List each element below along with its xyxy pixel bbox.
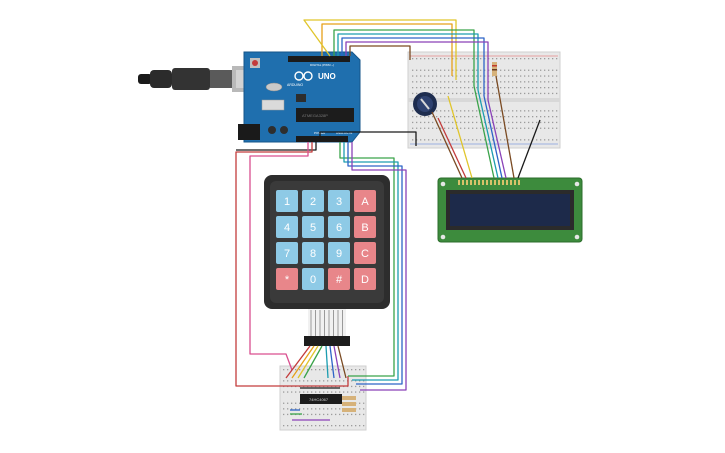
wire-gnd-black bbox=[319, 131, 417, 146]
keypad-key[interactable] bbox=[276, 242, 298, 264]
wire-k7 bbox=[333, 345, 341, 379]
model-label: UNO bbox=[318, 72, 336, 81]
keypad-key[interactable] bbox=[328, 268, 350, 290]
keypad-key[interactable] bbox=[328, 242, 350, 264]
atmega-chip bbox=[296, 108, 354, 122]
keypad-key[interactable] bbox=[354, 268, 376, 290]
keypad-key[interactable] bbox=[328, 190, 350, 212]
keypad-key-label: # bbox=[336, 274, 343, 286]
keypad-key[interactable] bbox=[302, 242, 324, 264]
breadboard-small[interactable]: 74HC4067 bbox=[279, 365, 367, 431]
wire-5v-black bbox=[236, 142, 317, 151]
wire-blue bbox=[341, 37, 485, 96]
wire-purple bbox=[345, 41, 489, 100]
wire-lcd-3 bbox=[447, 95, 473, 179]
wire-k3 bbox=[297, 345, 319, 379]
wire-k5 bbox=[325, 345, 329, 379]
keypad-key[interactable] bbox=[354, 242, 376, 264]
keypad-key-label: B bbox=[361, 222, 368, 234]
wire-orange bbox=[321, 23, 453, 76]
wire-green-1 bbox=[333, 29, 475, 86]
keypad-key-label: 0 bbox=[310, 274, 316, 286]
keypad-key-label: 8 bbox=[310, 248, 316, 260]
digital-label: DIGITAL (PWM ~) bbox=[310, 63, 334, 67]
keypad-key[interactable] bbox=[276, 268, 298, 290]
keypad-key[interactable] bbox=[302, 216, 324, 238]
wire-red-loop bbox=[235, 142, 349, 387]
reset-button[interactable] bbox=[252, 60, 258, 66]
brand-label: ARDUINO bbox=[287, 83, 303, 87]
wire-lcd-2 bbox=[437, 117, 467, 179]
wire-k4 bbox=[303, 345, 323, 379]
wire-pink bbox=[249, 142, 309, 371]
keypad-4x4[interactable]: 1 2 3 A 4 5 6 B 7 8 9 C * 0 # D bbox=[264, 175, 390, 346]
ic-label: 74HC4067 bbox=[309, 397, 329, 402]
lcd-pin-header bbox=[458, 180, 520, 185]
keypad-key-label: A bbox=[361, 196, 369, 208]
keypad-key[interactable] bbox=[354, 190, 376, 212]
wire-teal bbox=[337, 33, 479, 90]
wire-green-2 bbox=[339, 142, 395, 377]
keypad-key-label: 4 bbox=[284, 222, 290, 234]
keypad-key[interactable] bbox=[328, 216, 350, 238]
wire-lcd-1 bbox=[431, 111, 463, 179]
keypad-key-label: * bbox=[285, 274, 290, 286]
arduino-logo-icon bbox=[294, 71, 313, 81]
usb-cable-icon[interactable] bbox=[138, 66, 262, 92]
lcd-screen bbox=[450, 194, 570, 226]
keypad-key-label: 2 bbox=[310, 196, 316, 208]
wire-lcd-7 bbox=[487, 99, 507, 179]
multiplexer-chip bbox=[300, 394, 342, 404]
wiring bbox=[235, 19, 541, 421]
wire-lcd-8 bbox=[495, 75, 515, 179]
wire-k2 bbox=[291, 345, 315, 379]
wire-k6 bbox=[329, 345, 335, 379]
keypad-key[interactable] bbox=[302, 190, 324, 212]
wire-lcd-9 bbox=[517, 119, 541, 179]
potentiometer-icon[interactable] bbox=[413, 92, 437, 116]
wire-purple-2 bbox=[351, 142, 407, 391]
analog-label: ANALOG IN bbox=[336, 131, 352, 135]
wire-lcd-4 bbox=[473, 85, 495, 179]
analog-header bbox=[296, 136, 348, 142]
wire-teal-2 bbox=[343, 142, 399, 381]
wire-blue-2 bbox=[347, 142, 403, 385]
wire-lcd-5 bbox=[477, 89, 499, 179]
resistor-icon bbox=[492, 62, 497, 76]
keypad-key-label: C bbox=[361, 248, 369, 260]
keypad-key-label: 7 bbox=[284, 248, 290, 260]
wire-brown bbox=[349, 45, 411, 60]
keypad-key-label: 1 bbox=[284, 196, 290, 208]
wire-k1 bbox=[285, 345, 311, 379]
keypad-key[interactable] bbox=[276, 190, 298, 212]
lcd-display[interactable] bbox=[437, 177, 583, 243]
keypad-key[interactable] bbox=[354, 216, 376, 238]
wire-k8 bbox=[337, 345, 347, 379]
keypad-key-label: 9 bbox=[336, 248, 342, 260]
chip-label: ATMEGA328P bbox=[302, 113, 328, 118]
keypad-key-label: D bbox=[361, 274, 369, 286]
wire-yellow bbox=[303, 19, 457, 80]
wire-lcd-6 bbox=[483, 95, 503, 179]
keypad-key-label: 3 bbox=[336, 196, 342, 208]
keypad-key-label: 5 bbox=[310, 222, 316, 234]
arduino-uno-board[interactable]: UNO ARDUINO DIGITAL (PWM ~) ATMEGA328P P… bbox=[238, 51, 361, 143]
keypad-key[interactable] bbox=[276, 216, 298, 238]
keypad-key[interactable] bbox=[302, 268, 324, 290]
keypad-key-label: 6 bbox=[336, 222, 342, 234]
digital-header bbox=[288, 56, 350, 62]
resistor-icon bbox=[342, 396, 356, 412]
